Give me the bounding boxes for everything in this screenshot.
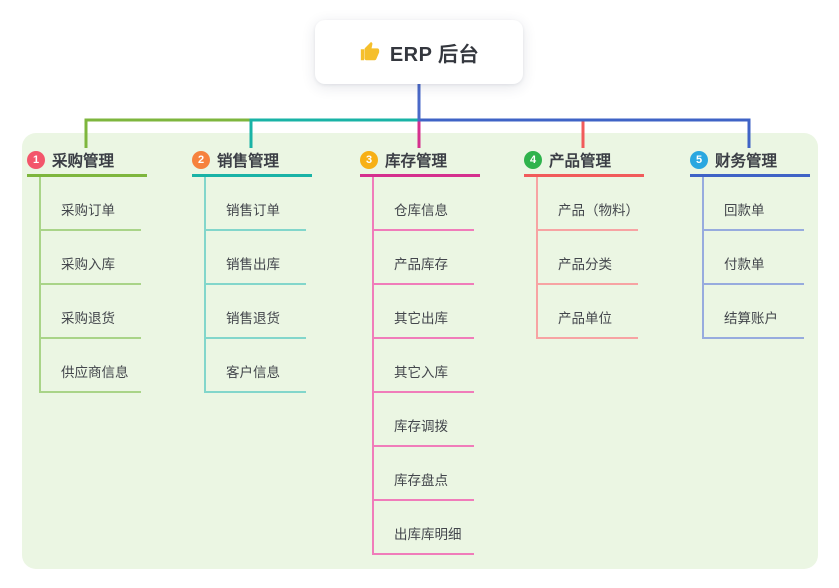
branch-title-label: 采购管理 (52, 153, 115, 170)
root-label: ERP 后台 (389, 43, 480, 66)
branch-title-label: 产品管理 (549, 153, 612, 170)
root-node[interactable]: ERP 后台 (315, 20, 523, 84)
branch-number-badge: 3 (360, 151, 378, 169)
branch-children: 仓库信息产品库存其它出库其它入库库存调拨库存盘点出库库明细 (372, 177, 474, 555)
branch-title-label: 库存管理 (385, 153, 448, 170)
child-item[interactable]: 客户信息 (206, 339, 306, 393)
branch-title-label: 销售管理 (217, 153, 280, 170)
child-item[interactable]: 库存盘点 (374, 447, 474, 501)
branch: 5 财务管理 回款单付款单结算账户 (690, 146, 810, 339)
child-item[interactable]: 回款单 (704, 177, 804, 231)
branch: 2 销售管理 销售订单销售出库销售退货客户信息 (192, 146, 312, 393)
branch-children: 销售订单销售出库销售退货客户信息 (204, 177, 306, 393)
branch-number-badge: 2 (192, 151, 210, 169)
branch-title-node[interactable]: 1 采购管理 (27, 146, 147, 177)
branch-title-node[interactable]: 4 产品管理 (524, 146, 644, 177)
branch-title-node[interactable]: 2 销售管理 (192, 146, 312, 177)
child-item[interactable]: 供应商信息 (41, 339, 141, 393)
thumbs-up-icon (360, 41, 379, 61)
child-item[interactable]: 产品分类 (538, 231, 638, 285)
branch-title-label: 财务管理 (715, 153, 778, 170)
branch: 3 库存管理 仓库信息产品库存其它出库其它入库库存调拨库存盘点出库库明细 (360, 146, 480, 555)
branch-number-badge: 4 (524, 151, 542, 169)
branch-number-badge: 5 (690, 151, 708, 169)
child-item[interactable]: 其它出库 (374, 285, 474, 339)
branch: 4 产品管理 产品（物料）产品分类产品单位 (524, 146, 644, 339)
child-item[interactable]: 采购入库 (41, 231, 141, 285)
child-item[interactable]: 其它入库 (374, 339, 474, 393)
child-item[interactable]: 销售订单 (206, 177, 306, 231)
mindmap-canvas (22, 133, 818, 569)
child-item[interactable]: 库存调拨 (374, 393, 474, 447)
child-item[interactable]: 付款单 (704, 231, 804, 285)
child-item[interactable]: 产品单位 (538, 285, 638, 339)
child-item[interactable]: 仓库信息 (374, 177, 474, 231)
branch-children: 采购订单采购入库采购退货供应商信息 (39, 177, 141, 393)
branch-number-badge: 1 (27, 151, 45, 169)
branch: 1 采购管理 采购订单采购入库采购退货供应商信息 (27, 146, 147, 393)
child-item[interactable]: 产品库存 (374, 231, 474, 285)
child-item[interactable]: 销售出库 (206, 231, 306, 285)
child-item[interactable]: 采购退货 (41, 285, 141, 339)
child-item[interactable]: 结算账户 (704, 285, 804, 339)
child-item[interactable]: 产品（物料） (538, 177, 639, 231)
child-item[interactable]: 采购订单 (41, 177, 141, 231)
child-item[interactable]: 销售退货 (206, 285, 306, 339)
branch-children: 回款单付款单结算账户 (702, 177, 804, 339)
branch-title-node[interactable]: 5 财务管理 (690, 146, 810, 177)
branch-title-node[interactable]: 3 库存管理 (360, 146, 480, 177)
branch-children: 产品（物料）产品分类产品单位 (536, 177, 639, 339)
child-item[interactable]: 出库库明细 (374, 501, 474, 555)
